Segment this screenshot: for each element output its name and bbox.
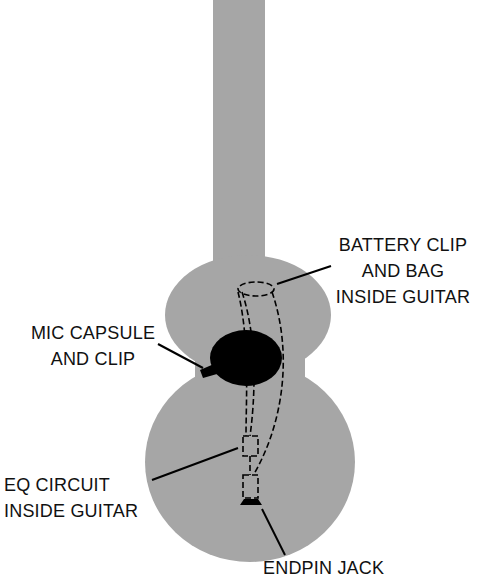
battery-wire-eq <box>242 292 254 436</box>
mic-clip <box>200 364 217 378</box>
guitar-neck <box>213 0 265 275</box>
jack-barrel <box>243 475 258 498</box>
eq-wire <box>249 456 251 475</box>
callout-label: ENDPIN JACK <box>263 555 463 581</box>
leader-line <box>158 344 203 368</box>
internal-wiring <box>238 282 283 498</box>
callout-label: MIC CAPSULE AND CLIP <box>28 320 158 372</box>
endpin-jack <box>240 499 262 505</box>
leader-line <box>277 266 331 284</box>
callout-label: EQ CIRCUIT INSIDE GUITAR <box>4 472 146 524</box>
battery-wire-jack <box>254 292 283 474</box>
battery-wire-inner <box>238 292 247 436</box>
leader-lines <box>152 266 331 555</box>
callout-label: BATTERY CLIP AND BAG INSIDE GUITAR <box>333 232 473 310</box>
leader-line <box>152 448 238 480</box>
eq-circuit <box>243 436 258 456</box>
leader-line <box>262 509 285 555</box>
guitar-body <box>145 0 355 562</box>
